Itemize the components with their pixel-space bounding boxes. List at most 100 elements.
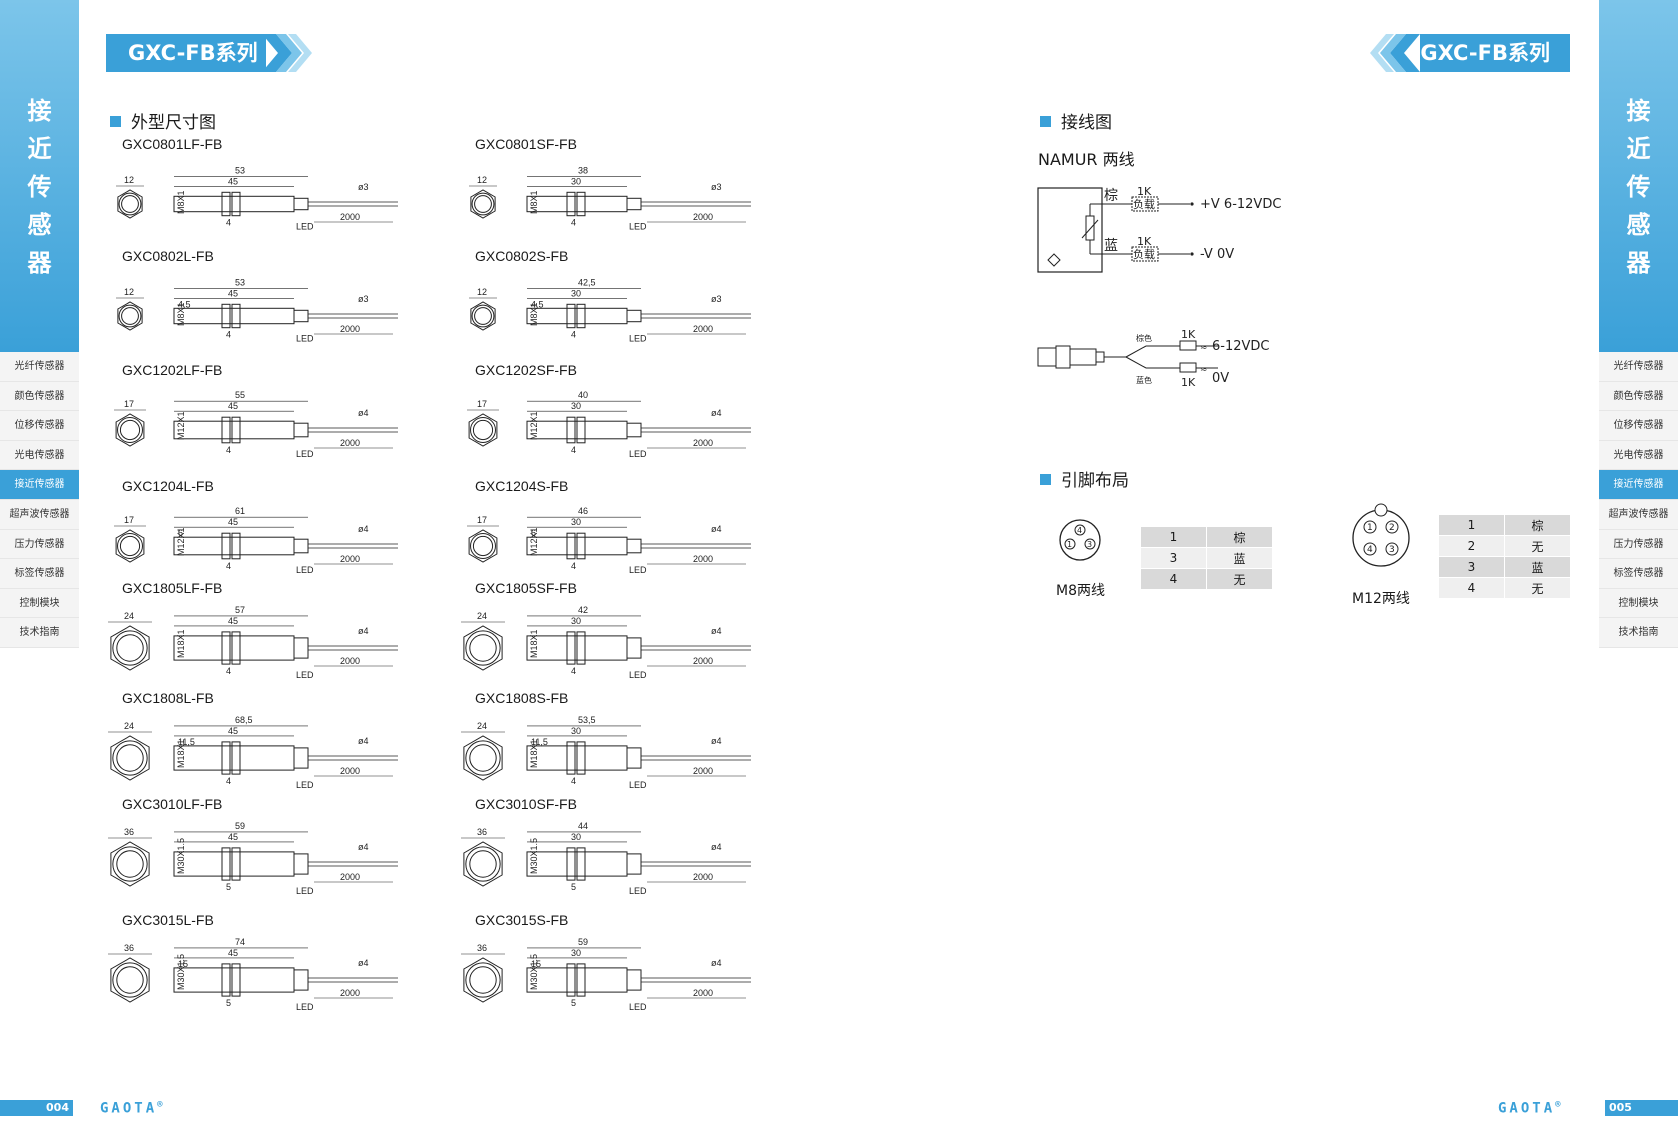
side-vertical-title: 接 近 传 感 器 xyxy=(1599,92,1678,282)
dimension-label: M18X1 xyxy=(529,739,539,768)
dimension-label: 36 xyxy=(124,827,134,837)
nav-item[interactable]: 颜色传感器 xyxy=(1599,381,1678,412)
dimension-label: 12 xyxy=(477,175,487,185)
dimension-label: 2000 xyxy=(693,872,713,882)
nav-item[interactable]: 技术指南 xyxy=(1599,618,1678,648)
dimension-label: ø4 xyxy=(358,842,369,852)
dimension-label: 2000 xyxy=(693,988,713,998)
svg-text:1: 1 xyxy=(1067,540,1072,549)
dimension-label: LED xyxy=(296,1002,314,1012)
nav-item[interactable]: 位移传感器 xyxy=(1599,411,1678,441)
hex-nut-shape xyxy=(463,841,503,887)
nav-item[interactable]: 控制模块 xyxy=(1599,588,1678,619)
side-char: 接 xyxy=(1626,97,1651,125)
dimension-label: 24 xyxy=(477,611,487,621)
nav-item[interactable]: 光纤传感器 xyxy=(1599,352,1678,382)
sensor-tail xyxy=(626,309,642,323)
dimension-label: 36 xyxy=(124,943,134,953)
nav-item[interactable]: 标签传感器 xyxy=(0,559,79,589)
pin-wire: 无 xyxy=(1206,568,1273,590)
sensor-tail xyxy=(626,637,642,659)
dimension-label: M12X1 xyxy=(529,527,539,556)
nav-item[interactable]: 技术指南 xyxy=(0,618,79,648)
dimension-label: ø3 xyxy=(711,294,722,304)
dimension-label: 4 xyxy=(226,330,231,340)
dimension-label: 45 xyxy=(228,832,238,842)
dimension-label: 2000 xyxy=(340,212,360,222)
model-name: GXC0802L-FB xyxy=(122,248,214,264)
hex-nut-shape xyxy=(465,630,501,666)
pin-number: 1 xyxy=(1438,514,1505,536)
nav-item[interactable]: 超声波传感器 xyxy=(1599,499,1678,530)
dimension-label: 45 xyxy=(228,948,238,958)
side-char: 近 xyxy=(27,135,52,163)
nav-item[interactable]: 接近传感器 xyxy=(0,470,79,500)
dimension-label: 2000 xyxy=(340,656,360,666)
sensor-tail xyxy=(626,197,642,211)
svg-text:蓝: 蓝 xyxy=(1104,238,1118,254)
dimension-label: ø4 xyxy=(711,408,722,418)
dimension-label: 4 xyxy=(226,666,231,676)
hex-nut-shape xyxy=(112,962,148,998)
side-char: 感 xyxy=(27,211,52,239)
dimension-label: 30 xyxy=(571,832,581,842)
hex-nut-shape xyxy=(469,744,497,772)
hex-nut-shape xyxy=(470,189,496,219)
sensor-body xyxy=(173,195,295,213)
dimension-label: ø3 xyxy=(711,182,722,192)
svg-text:1K: 1K xyxy=(1137,185,1152,198)
nav-item[interactable]: 颜色传感器 xyxy=(0,381,79,412)
hex-nut-shape xyxy=(119,535,141,557)
chevron-right-icon xyxy=(262,34,312,72)
pin-wire: 棕 xyxy=(1504,514,1571,536)
dimension-label: 4 xyxy=(571,776,576,786)
nav-item[interactable]: 标签传感器 xyxy=(1599,559,1678,589)
nav-item[interactable]: 控制模块 xyxy=(0,588,79,619)
dimension-label: LED xyxy=(629,222,647,232)
svg-text:≈: ≈ xyxy=(1200,343,1208,353)
sensor-body xyxy=(173,967,295,993)
dimension-label: M30X1.5 xyxy=(529,954,539,990)
hex-nut-shape xyxy=(465,740,501,776)
sensor-nut xyxy=(221,191,231,217)
nav-item[interactable]: 位移传感器 xyxy=(0,411,79,441)
dimension-label: 2000 xyxy=(340,324,360,334)
sensor-nut xyxy=(576,191,586,217)
hex-nut-shape xyxy=(469,634,497,662)
sensor-tail xyxy=(293,309,309,323)
nav-item[interactable]: 压力传感器 xyxy=(1599,529,1678,560)
nav-item[interactable]: 压力传感器 xyxy=(0,529,79,560)
nav-item[interactable]: 接近传感器 xyxy=(1599,470,1678,500)
svg-text:+V 6-12VDC: +V 6-12VDC xyxy=(1200,197,1281,212)
side-char: 近 xyxy=(1626,135,1651,163)
dimension-label: 2000 xyxy=(340,554,360,564)
side-char: 感 xyxy=(1626,211,1651,239)
sensor-body xyxy=(173,536,295,556)
svg-text:3: 3 xyxy=(1389,545,1395,555)
sensor-nut xyxy=(566,741,576,775)
series-header-left: GXC-FB系列 xyxy=(106,34,266,72)
hex-nut-shape xyxy=(463,957,503,1003)
dimension-label: 30 xyxy=(571,288,581,298)
nav-item[interactable]: 超声波传感器 xyxy=(0,499,79,530)
nav-item[interactable]: 光电传感器 xyxy=(1599,440,1678,471)
dimension-label: 45 xyxy=(228,726,238,736)
model-name: GXC1805LF-FB xyxy=(122,580,223,596)
sensor-nut xyxy=(231,303,241,329)
dimension-label: ø4 xyxy=(711,736,722,746)
hex-nut-shape xyxy=(117,189,143,219)
svg-text:≈: ≈ xyxy=(1200,365,1208,375)
dimension-label: LED xyxy=(629,449,647,459)
page-number-left: 004 xyxy=(0,1100,73,1116)
nav-item[interactable]: 光电传感器 xyxy=(0,440,79,471)
nav-item[interactable]: 光纤传感器 xyxy=(0,352,79,382)
sensor-body xyxy=(173,420,295,440)
sensor-nut xyxy=(566,191,576,217)
